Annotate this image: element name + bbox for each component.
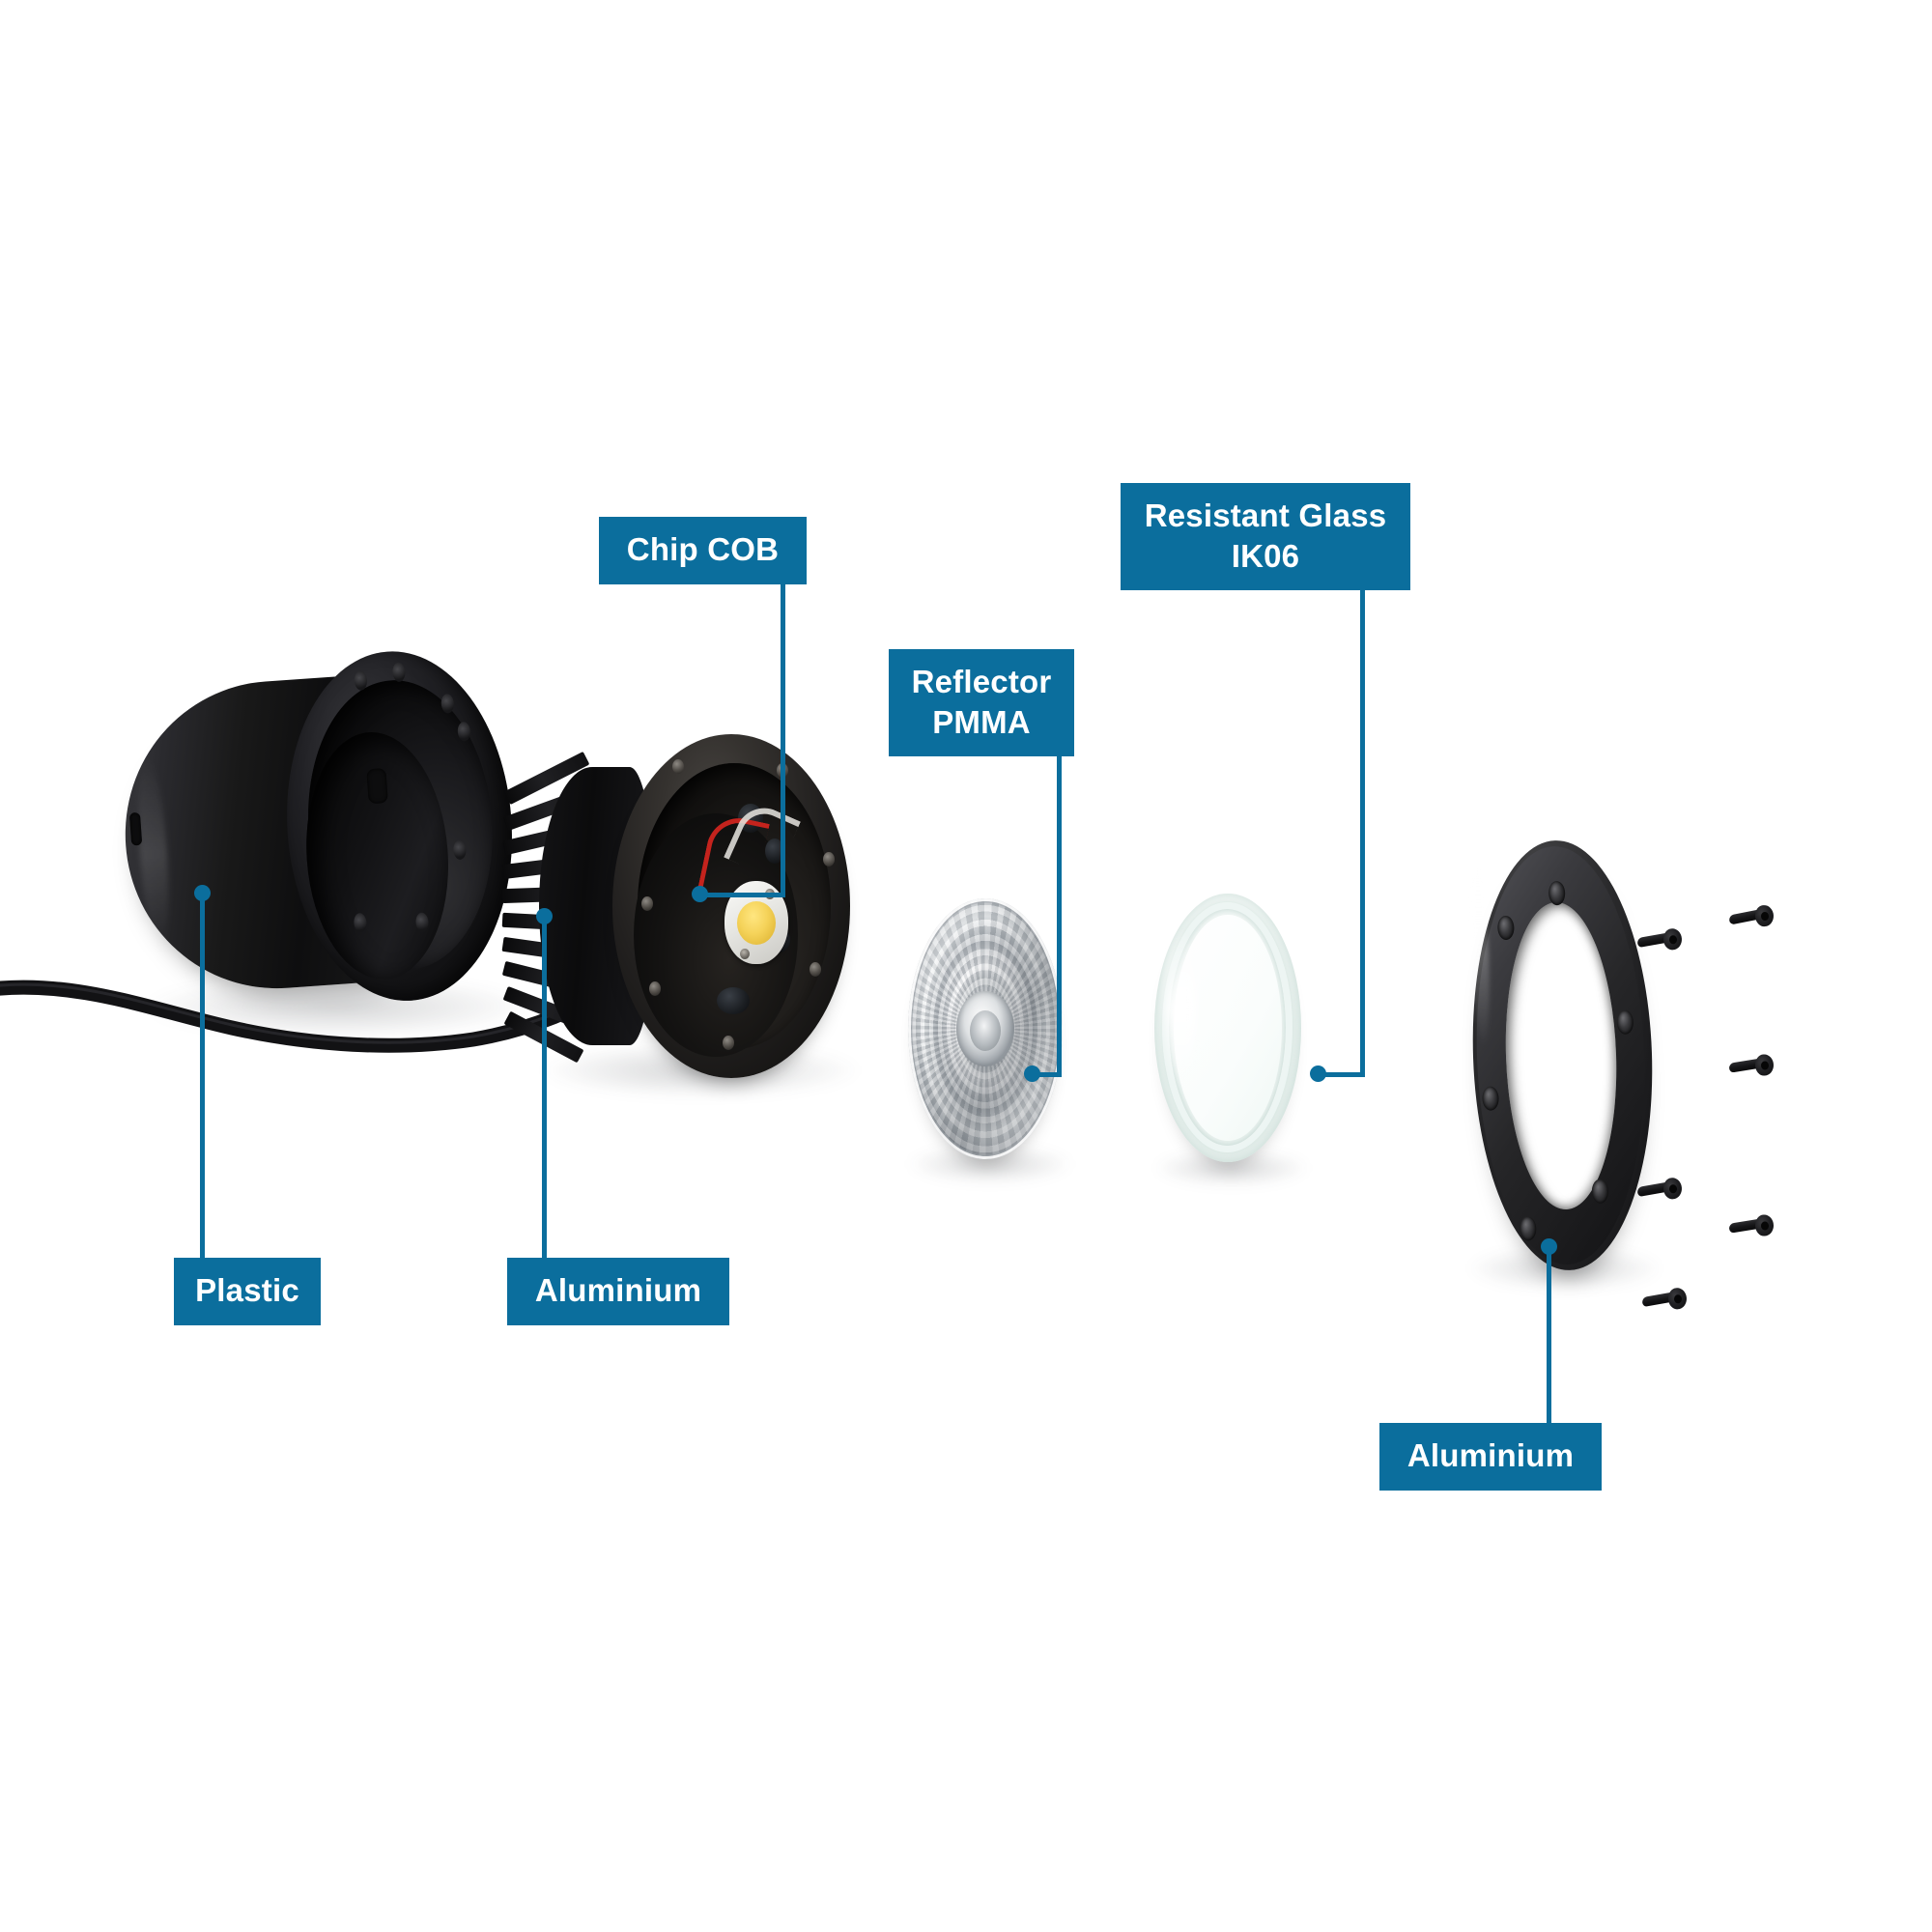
callout-label-aluminium-heatsink[interactable]: Aluminium xyxy=(507,1258,729,1325)
leader-chip-cob-horizontal xyxy=(703,893,785,897)
housing-cable-slot xyxy=(366,767,388,805)
leader-dot-aluminium-heatsink xyxy=(536,908,553,924)
housing-boss xyxy=(391,662,407,683)
leader-plastic-vertical xyxy=(200,896,205,1260)
glass-gloss-highlight xyxy=(1164,926,1197,1091)
aluminium-bezel xyxy=(1465,837,1660,1274)
leader-dot-reflector xyxy=(1024,1065,1040,1082)
leader-dot-chip-cob xyxy=(692,886,708,902)
reflector-pmma xyxy=(908,898,1063,1159)
resistant-glass xyxy=(1154,894,1301,1162)
flange-screw xyxy=(672,759,684,774)
callout-label-plastic[interactable]: Plastic xyxy=(174,1258,321,1325)
callout-label-reflector-pmma[interactable]: Reflector PMMA xyxy=(889,649,1074,757)
mounting-screw xyxy=(1636,1177,1683,1201)
leader-dot-glass xyxy=(1310,1065,1326,1082)
housing-bore xyxy=(298,727,457,984)
leader-chip-cob-vertical xyxy=(781,577,785,895)
mounting-screw xyxy=(1728,1054,1775,1077)
bezel-highlight xyxy=(1467,862,1492,1047)
flange-screw xyxy=(641,896,653,911)
leader-reflector-vertical xyxy=(1057,750,1062,1075)
cob-emitter xyxy=(737,901,776,945)
gasket-blob xyxy=(765,838,784,864)
callout-label-aluminium-bezel[interactable]: Aluminium xyxy=(1379,1423,1602,1491)
reflector-edge xyxy=(908,898,1063,1159)
mounting-screw xyxy=(1641,1287,1688,1311)
housing-rim-inner xyxy=(298,673,502,984)
flange-screw xyxy=(723,1036,734,1050)
cob-screw xyxy=(740,949,750,959)
leader-aluminium-heatsink-vertical xyxy=(542,920,547,1260)
plastic-housing xyxy=(114,643,525,1027)
callout-label-chip-cob[interactable]: Chip COB xyxy=(599,517,807,584)
leader-glass-horizontal xyxy=(1321,1072,1365,1077)
leader-aluminium-bezel-vertical xyxy=(1547,1250,1551,1425)
led-module xyxy=(501,734,850,1082)
mounting-screw xyxy=(1636,927,1683,952)
leader-reflector-horizontal xyxy=(1036,1072,1062,1077)
housing-side-slot xyxy=(128,811,143,846)
callout-label-resistant-glass[interactable]: Resistant Glass IK06 xyxy=(1121,483,1410,591)
housing-highlight xyxy=(132,756,174,952)
flange-screw xyxy=(823,852,835,867)
mounting-screw xyxy=(1728,904,1775,928)
flange-screw xyxy=(810,962,821,977)
gasket-blob xyxy=(717,987,750,1014)
gasket-blob xyxy=(738,804,763,833)
mounting-screw xyxy=(1728,1214,1775,1237)
leader-dot-plastic xyxy=(194,885,211,901)
leader-dot-aluminium-bezel xyxy=(1541,1238,1557,1255)
module-flange xyxy=(612,734,850,1078)
flange-screw xyxy=(649,981,661,996)
leader-glass-vertical xyxy=(1360,583,1365,1075)
